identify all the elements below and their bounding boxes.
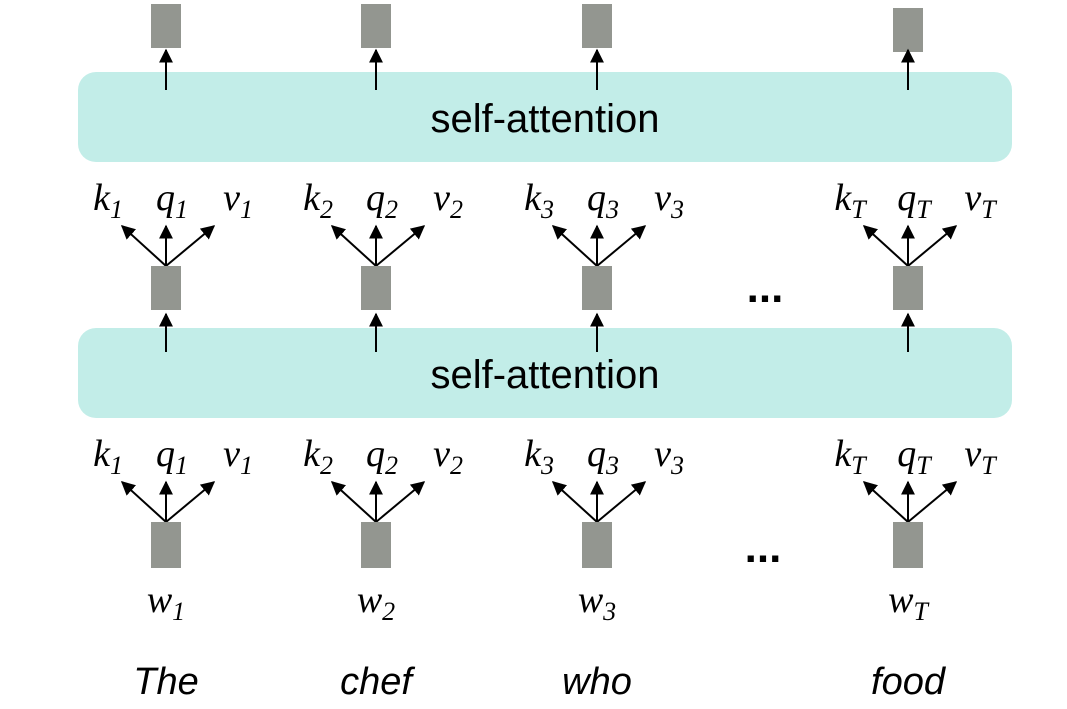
key-label-upper-4: kT: [834, 177, 867, 224]
ellipsis-upper: ...: [747, 263, 784, 312]
value-label-upper-2: v2: [433, 177, 463, 224]
value-arrow-lower-3: [596, 481, 647, 523]
key-label-lower-3: k3: [524, 433, 554, 480]
input-word-3: who: [562, 661, 632, 703]
value-arrow-upper-3: [596, 225, 647, 267]
query-label-lower-2: q2: [366, 433, 398, 480]
embedding-vector-3: [582, 522, 612, 568]
key-label-lower-2: k2: [303, 433, 333, 480]
input-word-4: food: [871, 661, 947, 703]
output-vector-3: [582, 4, 612, 48]
key-label-lower-1: k1: [93, 433, 123, 480]
ellipsis-lower: ...: [745, 523, 782, 572]
hidden-vector-1: [151, 266, 181, 310]
band-label-top: self-attention: [430, 97, 659, 141]
key-arrow-lower-1: [120, 481, 167, 523]
query-label-upper-1: q1: [156, 177, 188, 224]
query-label-lower-3: q3: [587, 433, 619, 480]
key-arrow-lower-3: [551, 481, 598, 523]
input-symbol-4: wT: [888, 579, 929, 626]
embedding-vector-2: [361, 522, 391, 568]
key-arrow-upper-2: [330, 225, 377, 267]
query-label-upper-4: qT: [897, 177, 932, 224]
self-attention-band-bottom: [78, 328, 1012, 418]
value-label-lower-1: v1: [223, 433, 253, 480]
value-arrow-lower-2: [375, 481, 426, 523]
value-label-upper-4: vT: [964, 177, 997, 224]
value-label-lower-4: vT: [964, 433, 997, 480]
query-label-upper-2: q2: [366, 177, 398, 224]
output-vector-4: [893, 8, 923, 52]
query-label-lower-4: qT: [897, 433, 932, 480]
query-label-upper-3: q3: [587, 177, 619, 224]
input-word-1: The: [133, 661, 198, 703]
value-arrow-lower-1: [165, 481, 216, 523]
value-arrow-upper-1: [165, 225, 216, 267]
input-word-2: chef: [340, 661, 415, 703]
key-label-upper-1: k1: [93, 177, 123, 224]
key-label-upper-3: k3: [524, 177, 554, 224]
value-label-upper-1: v1: [223, 177, 253, 224]
band-label-bottom: self-attention: [430, 353, 659, 397]
key-label-upper-2: k2: [303, 177, 333, 224]
hidden-vector-2: [361, 266, 391, 310]
embedding-vector-4: [893, 522, 923, 568]
key-arrow-lower-2: [330, 481, 377, 523]
hidden-vector-4: [893, 266, 923, 310]
embedding-vector-1: [151, 522, 181, 568]
key-label-lower-4: kT: [834, 433, 867, 480]
query-label-lower-1: q1: [156, 433, 188, 480]
input-symbol-1: w1: [147, 579, 185, 626]
value-arrow-upper-4: [907, 225, 958, 267]
output-vector-1: [151, 4, 181, 48]
input-symbol-3: w3: [578, 579, 616, 626]
value-label-lower-3: v3: [654, 433, 684, 480]
key-arrow-upper-3: [551, 225, 598, 267]
key-arrow-upper-1: [120, 225, 167, 267]
output-vector-2: [361, 4, 391, 48]
hidden-vector-3: [582, 266, 612, 310]
self-attention-band-top: [78, 72, 1012, 162]
key-arrow-upper-4: [862, 225, 909, 267]
value-arrow-lower-4: [907, 481, 958, 523]
value-arrow-upper-2: [375, 225, 426, 267]
key-arrow-lower-4: [862, 481, 909, 523]
value-label-upper-3: v3: [654, 177, 684, 224]
input-symbol-2: w2: [357, 579, 395, 626]
value-label-lower-2: v2: [433, 433, 463, 480]
